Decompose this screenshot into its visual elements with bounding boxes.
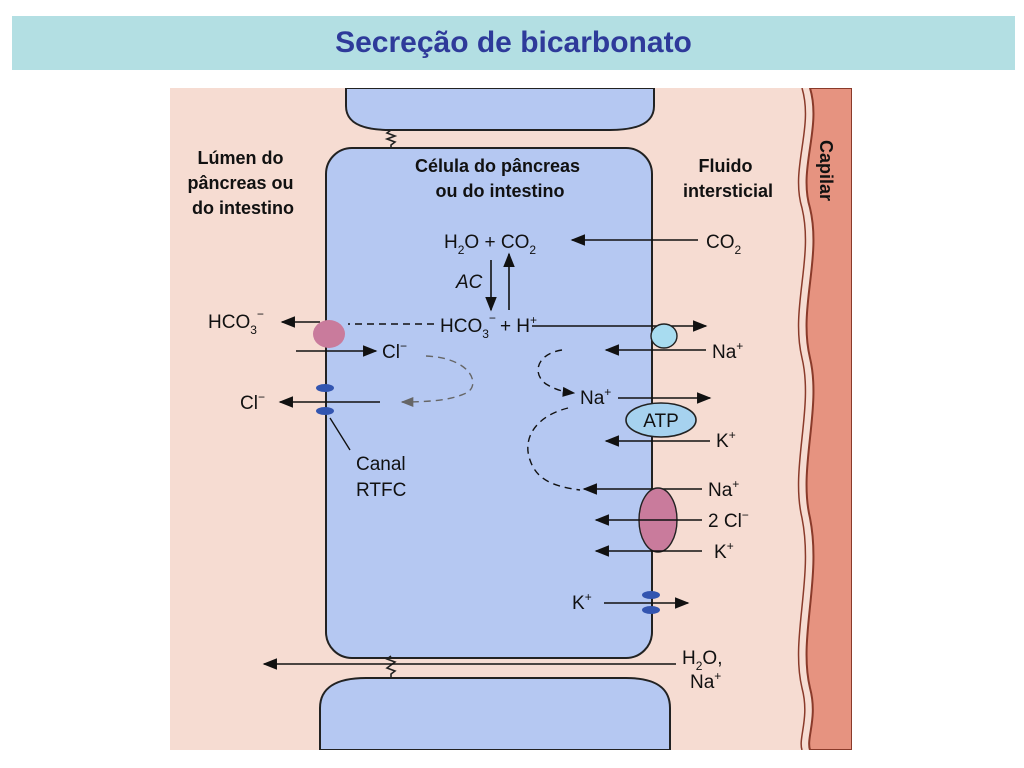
- na-dashed-path-lower: [527, 407, 581, 491]
- bicarbonate-diagram: Lúmen do pâncreas ou do intestino Célula…: [170, 87, 853, 751]
- na-nkcc-label: Na+: [708, 477, 739, 501]
- k-channel-label: K+: [572, 590, 592, 614]
- atp-label: ATP: [643, 411, 679, 432]
- k-channel-lower: [642, 606, 660, 614]
- cl2-nkcc-label: 2 Cl−: [708, 508, 749, 532]
- hco3-h-label: HCO3−+ H+: [440, 311, 537, 341]
- h2o-paracellular-label: H2O,: [682, 648, 722, 673]
- na-dashed-path-upper: [537, 349, 576, 397]
- carbonic-anhydrase-label: AC: [455, 272, 483, 293]
- fluid-header: Fluido intersticial: [683, 156, 773, 201]
- cftr-channel-lower: [316, 407, 334, 415]
- cl-hco3-exchanger: [313, 320, 345, 348]
- cl-cell-label: Cl−: [382, 339, 407, 363]
- lumen-header: Lúmen do pâncreas ou do intestino: [187, 148, 298, 218]
- capillary-wall: [805, 87, 853, 751]
- title-bar: Secreção de bicarbonato: [12, 16, 1015, 70]
- capillary-label: Capilar: [816, 140, 836, 201]
- na-cell-label: Na+: [580, 385, 611, 409]
- diagram-svg: Lúmen do pâncreas ou do intestino Célula…: [170, 87, 853, 751]
- h2o-co2-label: H2O + CO2: [444, 232, 536, 257]
- cftr-pointer: [329, 417, 351, 451]
- page-title: Secreção de bicarbonato: [335, 26, 692, 59]
- capillary-inner-wall: [797, 87, 807, 751]
- cftr-label: Canal RTFC: [356, 454, 411, 501]
- tight-junction-top: [384, 129, 398, 148]
- k-nkcc-label: K+: [714, 539, 734, 563]
- co2-interstitial-label: CO2: [706, 232, 742, 257]
- na-k-atpase: [625, 402, 697, 438]
- cl-recycle-dashed-path: [400, 355, 474, 408]
- cell-header: Célula do pâncreas ou do intestino: [415, 156, 585, 201]
- na-exchanger-label: Na+: [712, 339, 743, 363]
- k-channel-upper: [642, 591, 660, 599]
- lower-cell: [319, 677, 671, 751]
- cl-lumen-label: Cl−: [240, 390, 265, 414]
- k-atpase-label: K+: [716, 428, 736, 452]
- hco3-lumen-label: HCO3−: [208, 307, 264, 337]
- cftr-channel-upper: [316, 384, 334, 392]
- na-paracellular-label: Na+: [690, 669, 721, 693]
- tight-junction-bottom: [385, 655, 397, 678]
- upper-cell: [345, 87, 655, 131]
- na-h-exchanger: [650, 323, 678, 349]
